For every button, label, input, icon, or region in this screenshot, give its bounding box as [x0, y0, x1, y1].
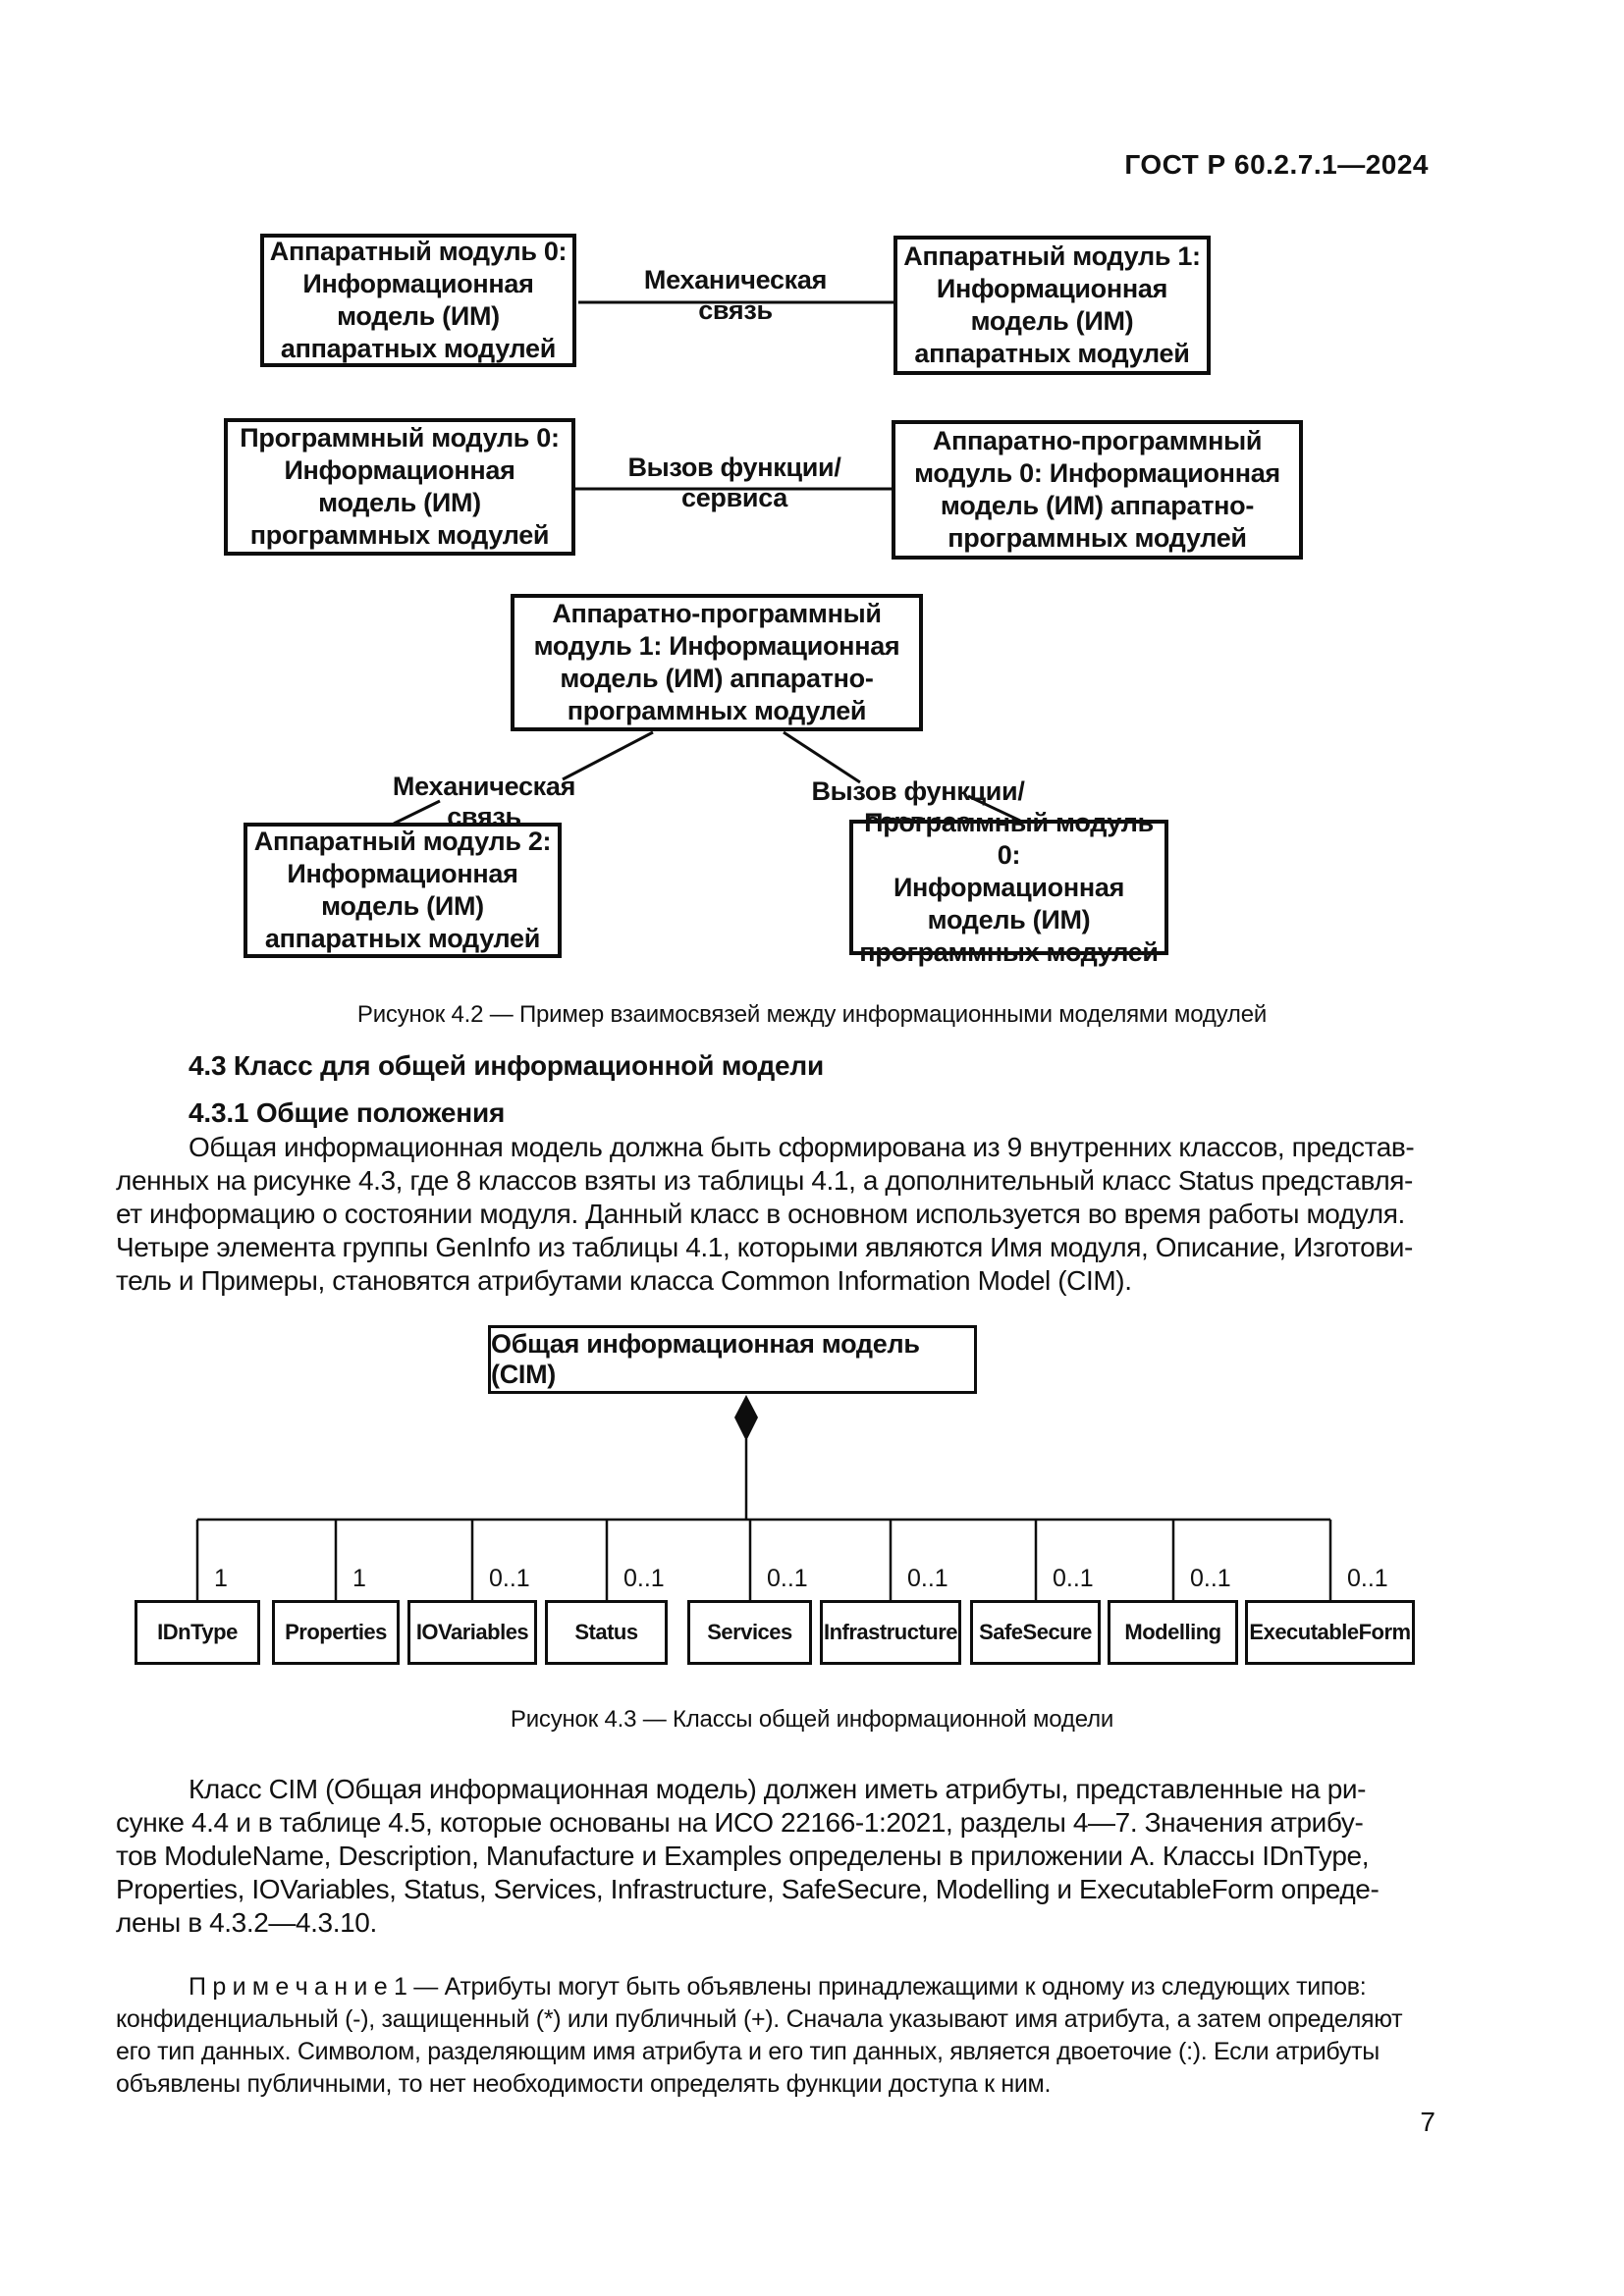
- figure-4-2-caption: Рисунок 4.2 — Пример взаимосвязей между …: [356, 1001, 1268, 1028]
- class-box-iovariables: IOVariables: [407, 1600, 537, 1665]
- module-box-software-0: Программный модуль 0: Информационная мод…: [224, 418, 575, 556]
- multiplicity-label: 1: [214, 1565, 228, 1592]
- section-heading-4-3: 4.3 Класс для общей информационной модел…: [189, 1050, 825, 1081]
- multiplicity-label: 0..1: [489, 1565, 530, 1592]
- module-box-software-0b: Программный модуль 0: Информационная мод…: [849, 808, 1168, 967]
- class-box-modelling: Modelling: [1108, 1600, 1238, 1665]
- module-box-hw-sw-0: Аппаратно-программный модуль 0: Информац…: [892, 420, 1303, 560]
- cim-root-box: Общая информационная модель (CIM): [488, 1325, 977, 1394]
- section-heading-4-3-1: 4.3.1 Общие положения: [189, 1097, 506, 1128]
- figure-4-3-caption: Рисунок 4.3 — Классы общей информационно…: [510, 1706, 1114, 1733]
- link-label-function-call-top: Вызов функции/сервиса: [627, 453, 841, 512]
- module-box-hardware-1: Аппаратный модуль 1: Информационная моде…: [893, 236, 1211, 375]
- class-box-idntype: IDnType: [135, 1600, 260, 1665]
- multiplicity-label: 0..1: [1053, 1565, 1094, 1592]
- module-box-hardware-0: Аппаратный модуль 0: Информационная моде…: [260, 234, 576, 367]
- link-label-mechanical-top: Механическая связь: [643, 265, 828, 325]
- class-box-status: Status: [545, 1600, 668, 1665]
- multiplicity-label: 0..1: [907, 1565, 948, 1592]
- composition-diamond-icon: [734, 1395, 758, 1441]
- multiplicity-label: 1: [352, 1565, 366, 1592]
- module-box-hardware-2: Аппаратный модуль 2: Информационная моде…: [244, 823, 562, 958]
- multiplicity-label: 0..1: [767, 1565, 808, 1592]
- paragraph-cim-attributes: Класс CIM (Общая информационная модель) …: [116, 1774, 1380, 1938]
- class-box-properties: Properties: [272, 1600, 400, 1665]
- module-box-hw-sw-1: Аппаратно-программный модуль 1: Информац…: [511, 594, 923, 731]
- multiplicity-label: 0..1: [1190, 1565, 1231, 1592]
- note-1: П р и м е ч а н и е 1 — Атрибуты могут б…: [116, 1973, 1403, 2098]
- class-box-executableform: ExecutableForm: [1245, 1600, 1415, 1665]
- multiplicity-label: 0..1: [623, 1565, 665, 1592]
- paragraph-general: Общая информационная модель должна быть …: [116, 1132, 1415, 1296]
- multiplicity-label: 0..1: [1347, 1565, 1388, 1592]
- doc-code: ГОСТ Р 60.2.7.1—2024: [1124, 149, 1429, 180]
- page-number: 7: [1420, 2107, 1435, 2137]
- class-box-safesecure: SafeSecure: [970, 1600, 1101, 1665]
- class-box-services: Services: [687, 1600, 812, 1665]
- class-box-infrastructure: Infrastructure: [820, 1600, 961, 1665]
